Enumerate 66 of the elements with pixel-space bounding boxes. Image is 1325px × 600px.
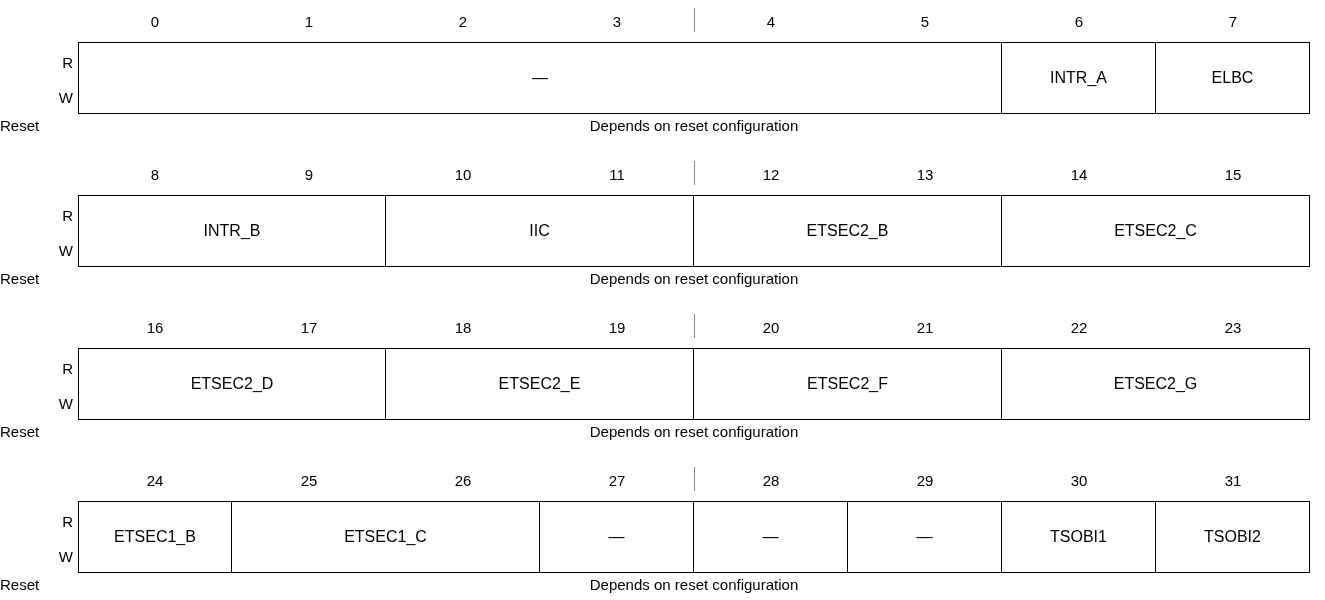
register-field: INTR_B xyxy=(78,195,386,267)
bit-number: 12 xyxy=(761,166,781,184)
register-field: TSOBI2 xyxy=(1155,501,1310,573)
bit-number: 16 xyxy=(145,319,165,337)
reset-value: Depends on reset configuration xyxy=(588,117,800,135)
bit-number: 25 xyxy=(299,472,319,490)
bit-number: 28 xyxy=(761,472,781,490)
bit-number: 29 xyxy=(915,472,935,490)
bit-number: 8 xyxy=(149,166,161,184)
reset-label: Reset xyxy=(0,270,41,288)
register-field: ETSEC2_C xyxy=(1001,195,1310,267)
register-field: — xyxy=(693,501,848,573)
register-field: ETSEC1_C xyxy=(231,501,540,573)
bit-number: 19 xyxy=(607,319,627,337)
bit-number: 13 xyxy=(915,166,935,184)
register-field: ETSEC2_G xyxy=(1001,348,1310,420)
bit-number: 14 xyxy=(1069,166,1089,184)
reset-value: Depends on reset configuration xyxy=(588,270,800,288)
bit-number: 5 xyxy=(919,13,931,31)
access-label: R xyxy=(61,360,73,378)
access-label: W xyxy=(57,89,73,107)
bit-number: 0 xyxy=(149,13,161,31)
bit-number: 10 xyxy=(453,166,473,184)
register-field: ETSEC2_F xyxy=(693,348,1002,420)
access-label: W xyxy=(57,242,73,260)
register-field: IIC xyxy=(385,195,694,267)
reset-label: Reset xyxy=(0,423,41,441)
access-label: W xyxy=(57,548,73,566)
register-field: — xyxy=(847,501,1002,573)
access-label: R xyxy=(61,207,73,225)
bit-number: 1 xyxy=(303,13,315,31)
bit-number: 3 xyxy=(611,13,623,31)
register-field: INTR_A xyxy=(1001,42,1156,114)
access-label: R xyxy=(61,54,73,72)
bit-number: 2 xyxy=(457,13,469,31)
bit-number: 11 xyxy=(608,166,626,184)
access-label: W xyxy=(57,395,73,413)
bit-number: 21 xyxy=(915,319,935,337)
register-field: ETSEC2_B xyxy=(693,195,1002,267)
register-field: ELBC xyxy=(1155,42,1310,114)
register-field: ETSEC1_B xyxy=(78,501,232,573)
bit-number: 20 xyxy=(761,319,781,337)
bit-number: 15 xyxy=(1223,166,1243,184)
bit-number: 26 xyxy=(453,472,473,490)
reset-label: Reset xyxy=(0,576,41,594)
bit-number: 23 xyxy=(1223,319,1243,337)
bit-number: 4 xyxy=(765,13,777,31)
bit-number: 22 xyxy=(1069,319,1089,337)
bit-number: 31 xyxy=(1223,472,1243,490)
access-label: R xyxy=(61,513,73,531)
reset-value: Depends on reset configuration xyxy=(588,576,800,594)
register-field: — xyxy=(78,42,1002,114)
bit-number: 30 xyxy=(1069,472,1089,490)
bit-number: 7 xyxy=(1227,13,1239,31)
bit-number: 9 xyxy=(303,166,315,184)
reset-label: Reset xyxy=(0,117,41,135)
reset-value: Depends on reset configuration xyxy=(588,423,800,441)
bit-number: 18 xyxy=(453,319,473,337)
register-field: TSOBI1 xyxy=(1001,501,1156,573)
bit-number: 17 xyxy=(299,319,319,337)
bit-number: 24 xyxy=(145,472,165,490)
register-field: ETSEC2_E xyxy=(385,348,694,420)
register-field: ETSEC2_D xyxy=(78,348,386,420)
bit-number: 27 xyxy=(607,472,627,490)
register-field: — xyxy=(539,501,694,573)
bit-number: 6 xyxy=(1073,13,1085,31)
